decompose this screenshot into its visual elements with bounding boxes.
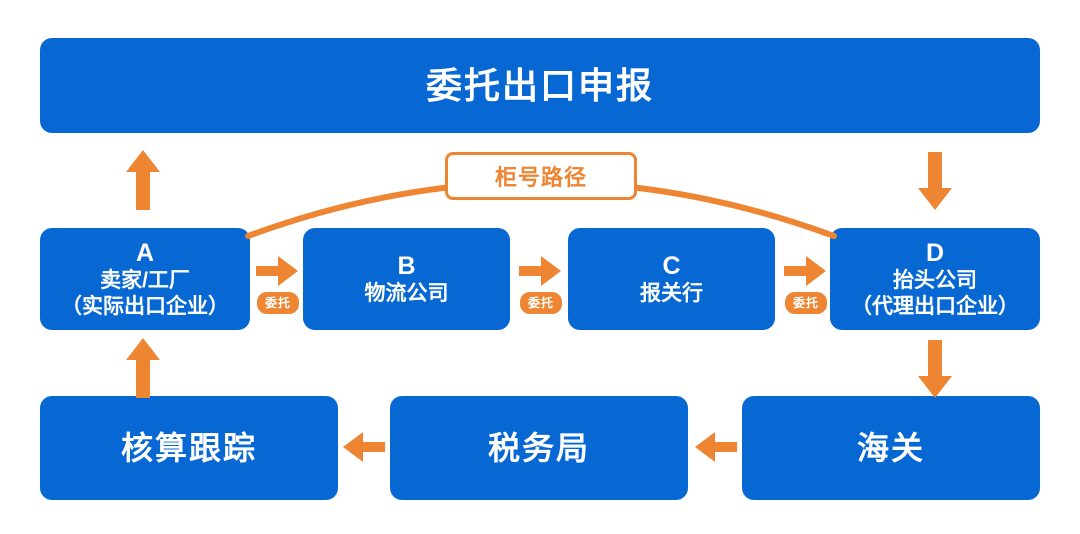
arrow-left-customs-to-taxbureau xyxy=(695,432,737,462)
entity-d-name: 抬头公司 xyxy=(893,268,977,292)
entity-box-c-customs-broker: C 报关行 xyxy=(568,228,775,330)
badge-delegation-a-b: 委托 xyxy=(255,290,302,316)
entity-c-letter: C xyxy=(662,251,681,280)
arrow-down-banner-to-d xyxy=(918,152,952,210)
entity-b-letter: B xyxy=(397,251,416,280)
container-path-label: 柜号路径 xyxy=(494,165,587,190)
arrow-left-taxbureau-to-tracking xyxy=(343,432,385,462)
tax-bureau-label: 税务局 xyxy=(487,430,590,466)
arrow-up-a-to-banner xyxy=(126,150,160,210)
arrow-right-c-to-d xyxy=(784,256,826,286)
container-path-label-box: 柜号路径 xyxy=(445,152,637,200)
entity-b-name: 物流公司 xyxy=(364,281,449,305)
entity-d-letter: D xyxy=(925,238,945,267)
bottom-box-customs: 海关 xyxy=(742,396,1040,500)
arrow-right-b-to-c xyxy=(519,256,561,286)
arrow-up-tracking-to-a xyxy=(126,338,160,398)
entity-d-subtitle: （代理出口企业） xyxy=(851,295,1019,318)
badge-delegation-b-c: 委托 xyxy=(518,290,565,316)
entity-a-subtitle: （实际出口企业） xyxy=(61,295,229,318)
banner-entrusted-export-declaration: 委托出口申报 xyxy=(40,38,1040,133)
entity-a-letter: A xyxy=(135,238,155,267)
arrow-down-d-to-customs xyxy=(918,340,952,398)
entity-box-a-seller-factory: A 卖家/工厂 （实际出口企业） xyxy=(40,228,250,330)
entity-a-name: 卖家/工厂 xyxy=(100,268,190,292)
entity-box-d-title-company: D 抬头公司 （代理出口企业） xyxy=(830,228,1040,330)
entity-c-name: 报关行 xyxy=(640,281,703,305)
banner-title: 委托出口申报 xyxy=(425,65,654,106)
badge-delegation-c-d: 委托 xyxy=(783,290,830,316)
customs-label: 海关 xyxy=(856,430,925,466)
entity-box-b-logistics: B 物流公司 xyxy=(303,228,510,330)
bottom-box-tax-bureau: 税务局 xyxy=(390,396,688,500)
bottom-box-accounting-tracking: 核算跟踪 xyxy=(40,396,338,500)
arrow-right-a-to-b xyxy=(256,256,298,286)
accounting-tracking-label: 核算跟踪 xyxy=(120,430,257,466)
